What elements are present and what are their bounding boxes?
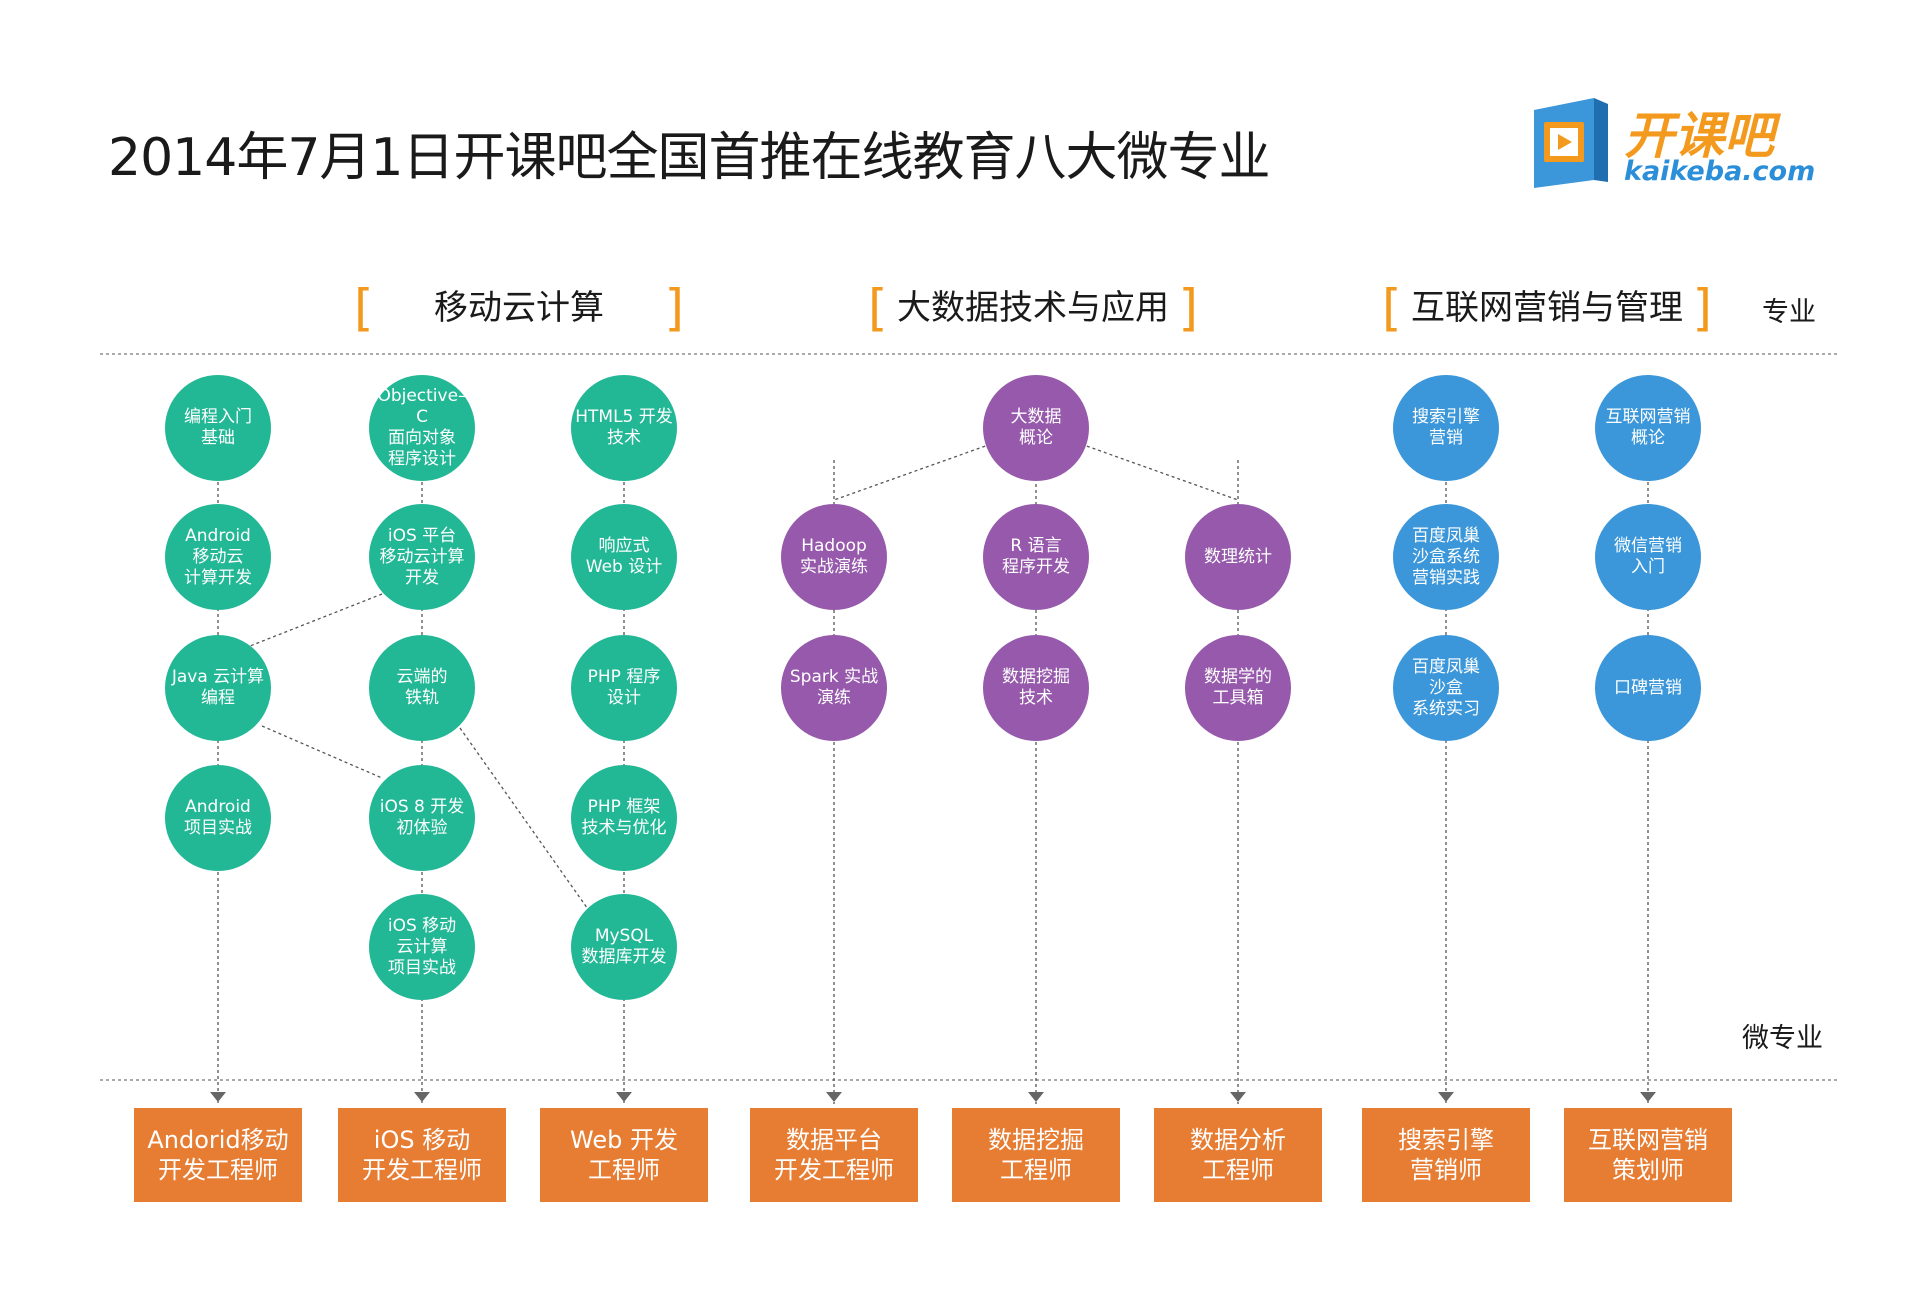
major-label: 互联网营销与管理 xyxy=(1411,288,1683,328)
course-node[interactable]: 数理统计 xyxy=(1185,504,1291,610)
course-node-overview[interactable]: 大数据 概论 xyxy=(983,375,1089,481)
row-label-micro: 微专业 xyxy=(1742,1023,1823,1054)
arrow-down-icon xyxy=(616,1092,632,1102)
bracket-right: ] xyxy=(664,279,684,337)
course-node[interactable]: PHP 程序 设计 xyxy=(571,635,677,741)
course-node[interactable]: iOS 平台 移动云计算 开发 xyxy=(369,504,475,610)
logo-wordmark: 开课吧 xyxy=(1624,107,1774,165)
arrow-down-icon xyxy=(1640,1092,1656,1102)
cross-link xyxy=(249,593,383,647)
course-node[interactable]: 百度凤巢 沙盒系统 营销实践 xyxy=(1393,504,1499,610)
cross-link xyxy=(459,727,591,913)
arrow-down-icon xyxy=(210,1092,226,1102)
career-box[interactable]: 互联网营销 策划师 xyxy=(1564,1108,1732,1202)
career-box[interactable]: 数据挖掘 工程师 xyxy=(952,1108,1120,1202)
major-internet-marketing: [ 互联网营销与管理 ] xyxy=(1382,278,1712,338)
course-node[interactable]: Java 云计算 编程 xyxy=(165,635,271,741)
major-label: 大数据技术与应用 xyxy=(897,288,1169,328)
course-node[interactable]: 口碑营销 xyxy=(1595,635,1701,741)
course-node[interactable]: 响应式 Web 设计 xyxy=(571,504,677,610)
bracket-left: [ xyxy=(868,279,888,337)
course-node[interactable]: 搜索引擎 营销 xyxy=(1393,375,1499,481)
career-box[interactable]: 数据平台 开发工程师 xyxy=(750,1108,918,1202)
kaikeba-logo[interactable]: 开课吧 kaikeba.com xyxy=(1528,92,1828,202)
course-node[interactable]: iOS 8 开发 初体验 xyxy=(369,765,475,871)
career-box[interactable]: Andorid移动 开发工程师 xyxy=(134,1108,302,1202)
arrow-down-icon xyxy=(826,1092,842,1102)
arrow-down-icon xyxy=(1230,1092,1246,1102)
course-node[interactable]: 微信营销 入门 xyxy=(1595,504,1701,610)
career-box[interactable]: 数据分析 工程师 xyxy=(1154,1108,1322,1202)
bracket-right: ] xyxy=(1178,279,1198,337)
major-mobile-cloud: [ 移动云计算 ] xyxy=(354,278,684,338)
bracket-left: [ xyxy=(1382,279,1402,337)
cross-link xyxy=(261,725,383,779)
course-node[interactable]: Spark 实战 演练 xyxy=(781,635,887,741)
course-node[interactable]: 云端的 铁轨 xyxy=(369,635,475,741)
course-node[interactable]: Objective–C 面向对象 程序设计 xyxy=(369,375,475,481)
course-node[interactable]: 互联网营销 概论 xyxy=(1595,375,1701,481)
major-big-data: [ 大数据技术与应用 ] xyxy=(868,278,1198,338)
page-title: 2014年7月1日开课吧全国首推在线教育八大微专业 xyxy=(108,128,1271,188)
course-node[interactable]: iOS 移动 云计算 项目实战 xyxy=(369,894,475,1000)
course-node[interactable]: 编程入门 基础 xyxy=(165,375,271,481)
arrow-down-icon xyxy=(1028,1092,1044,1102)
course-node[interactable]: Android 项目实战 xyxy=(165,765,271,871)
row-label-major: 专业 xyxy=(1762,297,1816,328)
course-node[interactable]: 百度凤巢 沙盒 系统实习 xyxy=(1393,635,1499,741)
arrow-down-icon xyxy=(1438,1092,1454,1102)
career-box[interactable]: Web 开发 工程师 xyxy=(540,1108,708,1202)
arrow-down-icon xyxy=(414,1092,430,1102)
course-node[interactable]: R 语言 程序开发 xyxy=(983,504,1089,610)
course-node[interactable]: HTML5 开发 技术 xyxy=(571,375,677,481)
bracket-right: ] xyxy=(1692,279,1712,337)
course-node[interactable]: PHP 框架 技术与优化 xyxy=(571,765,677,871)
course-node[interactable]: 数据挖掘 技术 xyxy=(983,635,1089,741)
bracket-left: [ xyxy=(354,279,374,337)
course-node[interactable]: 数据学的 工具箱 xyxy=(1185,635,1291,741)
video-play-icon xyxy=(1534,98,1608,188)
course-node[interactable]: MySQL 数据库开发 xyxy=(571,894,677,1000)
major-label: 移动云计算 xyxy=(434,288,604,328)
career-box[interactable]: 搜索引擎 营销师 xyxy=(1362,1108,1530,1202)
logo-url: kaikeba.com xyxy=(1624,156,1816,187)
career-box[interactable]: iOS 移动 开发工程师 xyxy=(338,1108,506,1202)
course-node[interactable]: Android 移动云 计算开发 xyxy=(165,504,271,610)
course-node[interactable]: Hadoop 实战演练 xyxy=(781,504,887,610)
